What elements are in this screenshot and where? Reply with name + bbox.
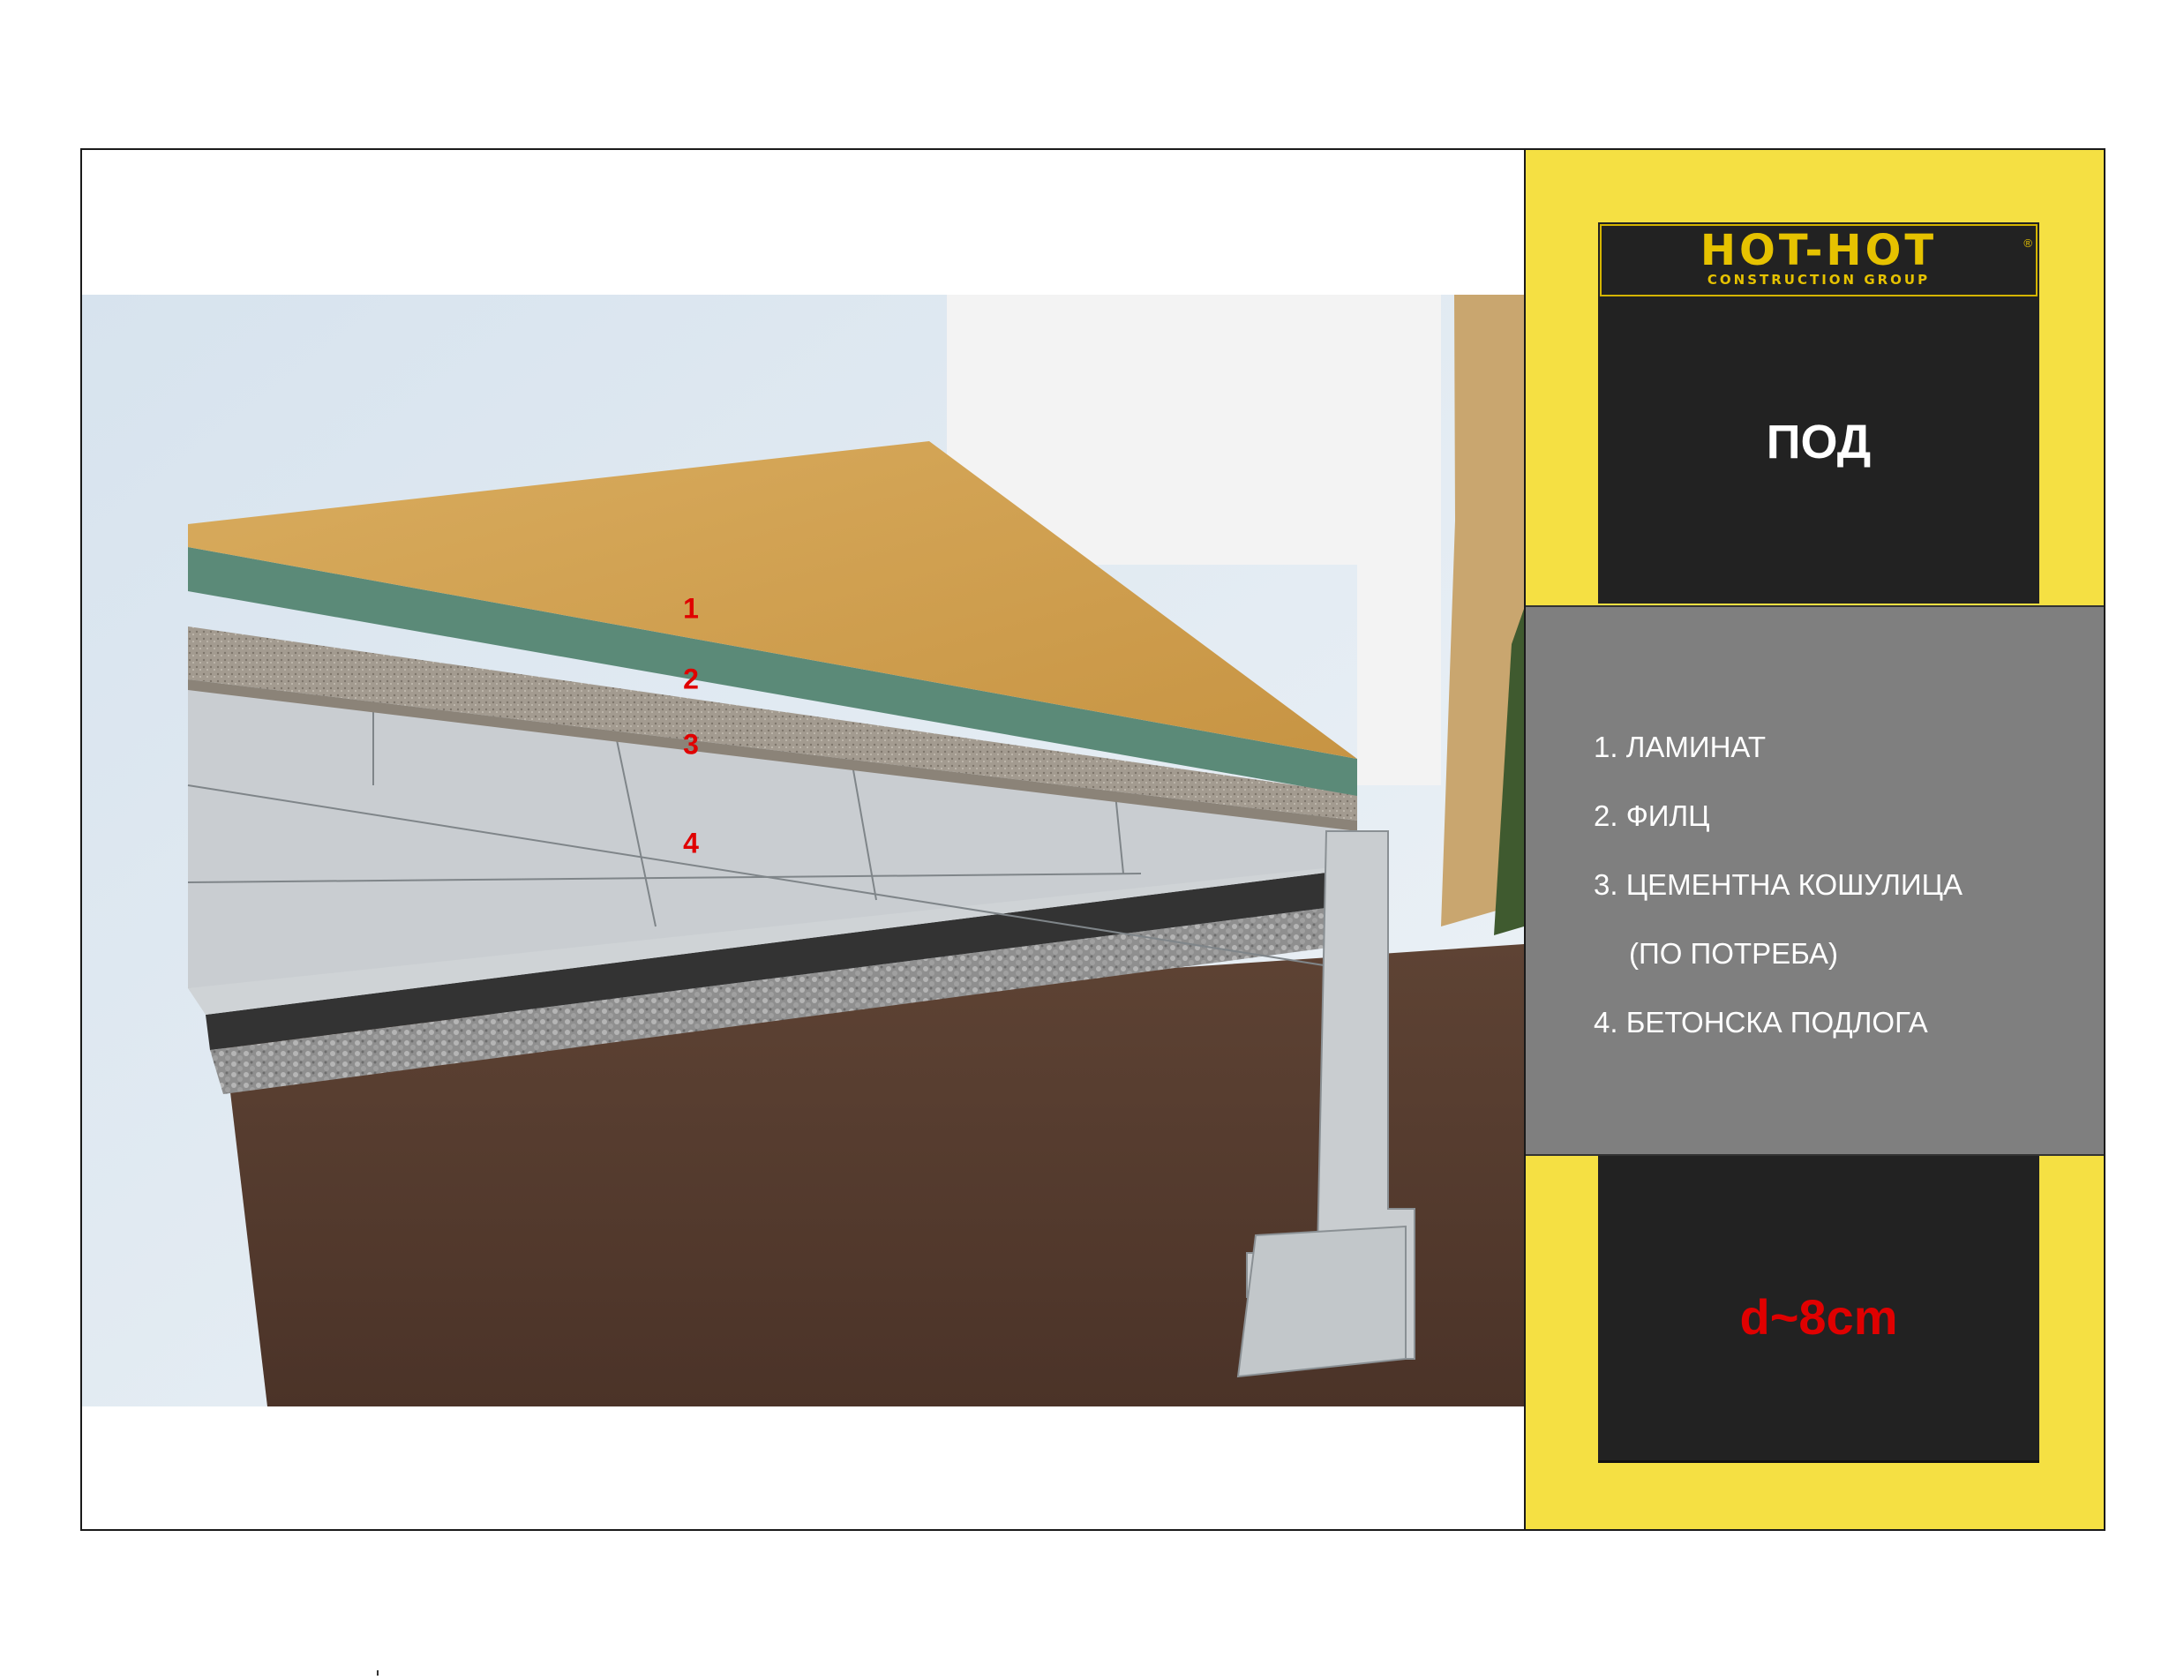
legend-item-4: 4. БЕТОНСКА ПОДЛОГА [1594, 1006, 1928, 1039]
legend-item-2: 2. ФИЛЦ [1594, 799, 1710, 832]
legend-box: 1. ЛАМИНАТ 2. ФИЛЦ 3. ЦЕМЕНТНА КОШУЛИЦА … [1526, 605, 2104, 1156]
logo-main-text: HOT-HOT [1700, 226, 1938, 275]
legend-item-3-note: (ПО ПОТРЕБА) [1629, 937, 1839, 970]
layer-label-2: 2 [683, 663, 699, 695]
layer-legend: 1. ЛАМИНАТ 2. ФИЛЦ 3. ЦЕМЕНТНА КОШУЛИЦА … [1594, 713, 1963, 1057]
layer-label-3: 3 [683, 728, 699, 761]
legend-item-1: 1. ЛАМИНАТ [1594, 731, 1766, 763]
thickness-box [1598, 1156, 2039, 1463]
layer-label-1: 1 [683, 592, 699, 625]
page-title: ПОД [1766, 416, 1872, 469]
company-logo: HOT-HOT CONSTRUCTION GROUP ® [1600, 224, 2038, 296]
legend-item-3: 3. ЦЕМЕНТНА КОШУЛИЦА [1594, 868, 1963, 901]
floor-section-render: 1 2 3 4 [82, 150, 1524, 1529]
registered-mark: ® [2023, 236, 2032, 250]
drawing-frame: 1 2 3 4 HOT-HOT CONSTRUCTION GROUP ® ПОД… [80, 148, 2105, 1531]
info-panel: HOT-HOT CONSTRUCTION GROUP ® ПОД 1. ЛАМИ… [1524, 150, 2104, 1529]
stray-mark [377, 1670, 379, 1676]
thickness-value: d~8cm [1739, 1289, 1898, 1345]
layer-label-4: 4 [683, 827, 699, 859]
logo-sub-text: CONSTRUCTION GROUP [1707, 272, 1931, 288]
